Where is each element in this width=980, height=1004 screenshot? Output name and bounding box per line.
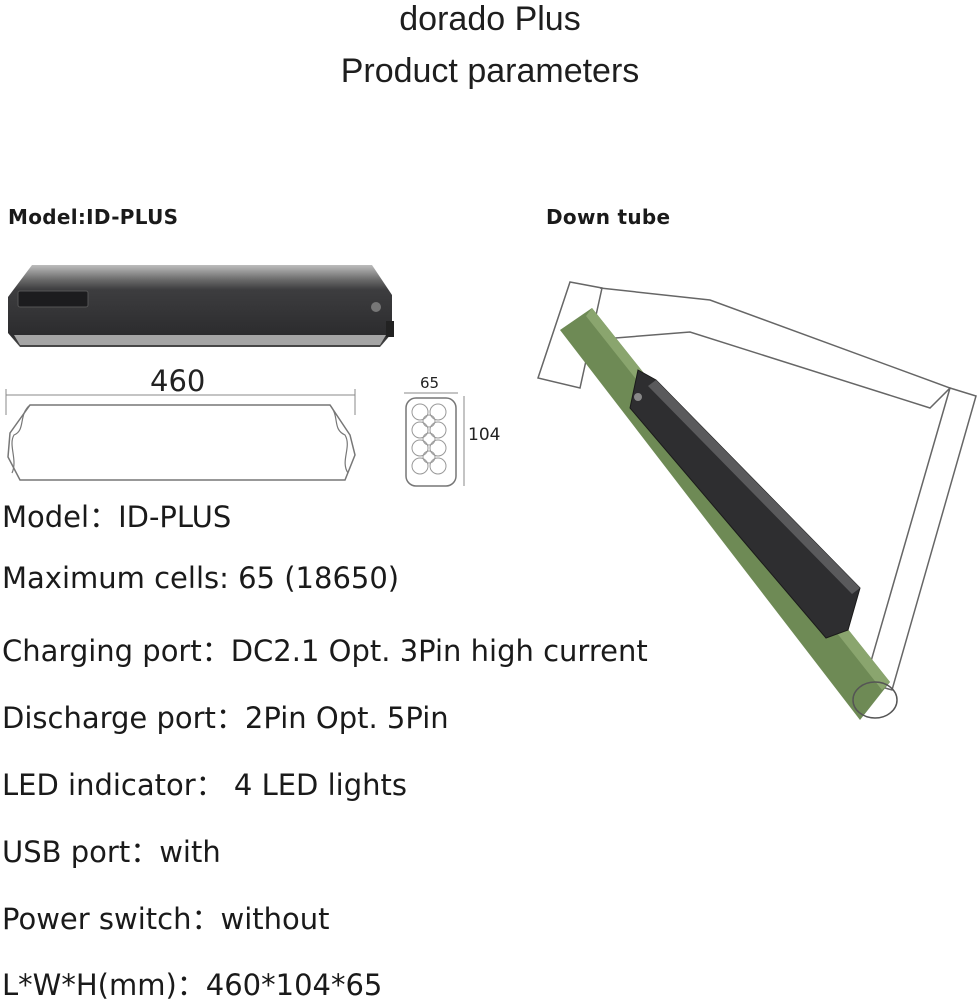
spec-dimensions: L*W*H(mm)：460*104*65 (2, 968, 383, 1002)
battery-image (8, 265, 394, 347)
title-line-1: dorado Plus (399, 0, 581, 38)
title-line-2: Product parameters (340, 52, 640, 90)
spec-max-cells: Maximum cells: 65 (18650) (2, 561, 400, 595)
dimension-width: 65 (420, 374, 440, 392)
dimension-height: 104 (468, 425, 501, 445)
spec-model: Model：ID-PLUS (2, 500, 232, 534)
model-heading: Model:ID-PLUS (8, 205, 179, 229)
dimension-length: 460 (150, 364, 206, 398)
spec-discharge-port: Discharge port：2Pin Opt. 5Pin (2, 701, 449, 735)
down-tube-heading: Down tube (546, 205, 671, 229)
down-tube-illustration (537, 281, 977, 720)
spec-usb-port: USB port：with (2, 835, 221, 869)
battery-side-drawing (5, 389, 356, 481)
spec-led-indicator: LED indicator： 4 LED lights (2, 768, 407, 802)
spec-charging-port: Charging port：DC2.1 Opt. 3Pin high curre… (2, 634, 648, 668)
spec-power-switch: Power switch：without (2, 902, 330, 936)
battery-end-drawing (404, 392, 465, 487)
